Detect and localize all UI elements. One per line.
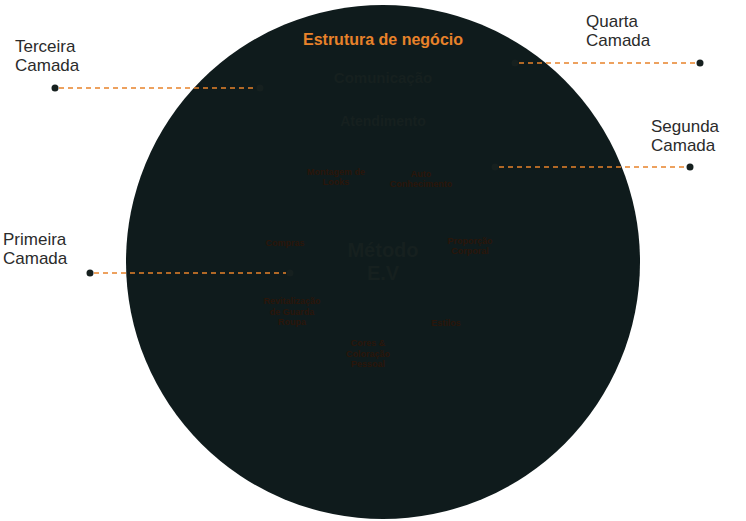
method-segment: Revitalização de Guarda Roupa <box>261 296 323 327</box>
segment-label: Proporção Corporal <box>440 236 500 257</box>
leader-line <box>499 166 686 168</box>
layer-label: Segunda Camada <box>651 118 743 155</box>
layer-label: Quarta Camada <box>586 13 686 50</box>
method-segment: Montagem de Looks <box>305 167 367 188</box>
leader-dot <box>687 164 694 171</box>
segment-label: Compras <box>257 238 313 248</box>
leader-dot <box>492 164 499 171</box>
business-ring: Método E.V Montagem de Looks Auto Conhecim… <box>126 5 640 519</box>
method-segment: Proporção Corporal <box>440 236 500 257</box>
method-title: Método E.V <box>343 239 423 285</box>
business-ring-fill <box>126 5 640 519</box>
method-segment: Auto Conhecimento <box>388 169 454 190</box>
leader-line <box>519 62 696 64</box>
leader-dot <box>697 60 704 67</box>
ring-title: Estrutura de negócio <box>126 31 640 49</box>
segment-label: Revitalização de Guarda Roupa <box>261 296 323 327</box>
leader-dot <box>257 85 264 92</box>
leader-line <box>59 87 256 89</box>
segment-label: Cores & Coloração Pessoal <box>336 338 400 369</box>
method-segment: Compras <box>257 238 313 248</box>
method-segment: Cores & Coloração Pessoal <box>336 338 400 369</box>
ring-title: Atendimento <box>213 113 553 129</box>
leader-line <box>94 272 286 274</box>
leader-dot <box>52 85 59 92</box>
leader-dot <box>87 270 94 277</box>
ring-title: Comunicação <box>173 69 593 86</box>
segment-label: Estilos <box>421 318 471 328</box>
method-segment: Estilos <box>421 318 471 328</box>
layer-label: Primeira Camada <box>3 231 103 268</box>
layer-label: Terceira Camada <box>15 38 115 75</box>
segment-label: Auto Conhecimento <box>388 169 454 190</box>
segment-label: Montagem de Looks <box>305 167 367 188</box>
leader-dot <box>287 270 294 277</box>
leader-dot <box>512 60 519 67</box>
